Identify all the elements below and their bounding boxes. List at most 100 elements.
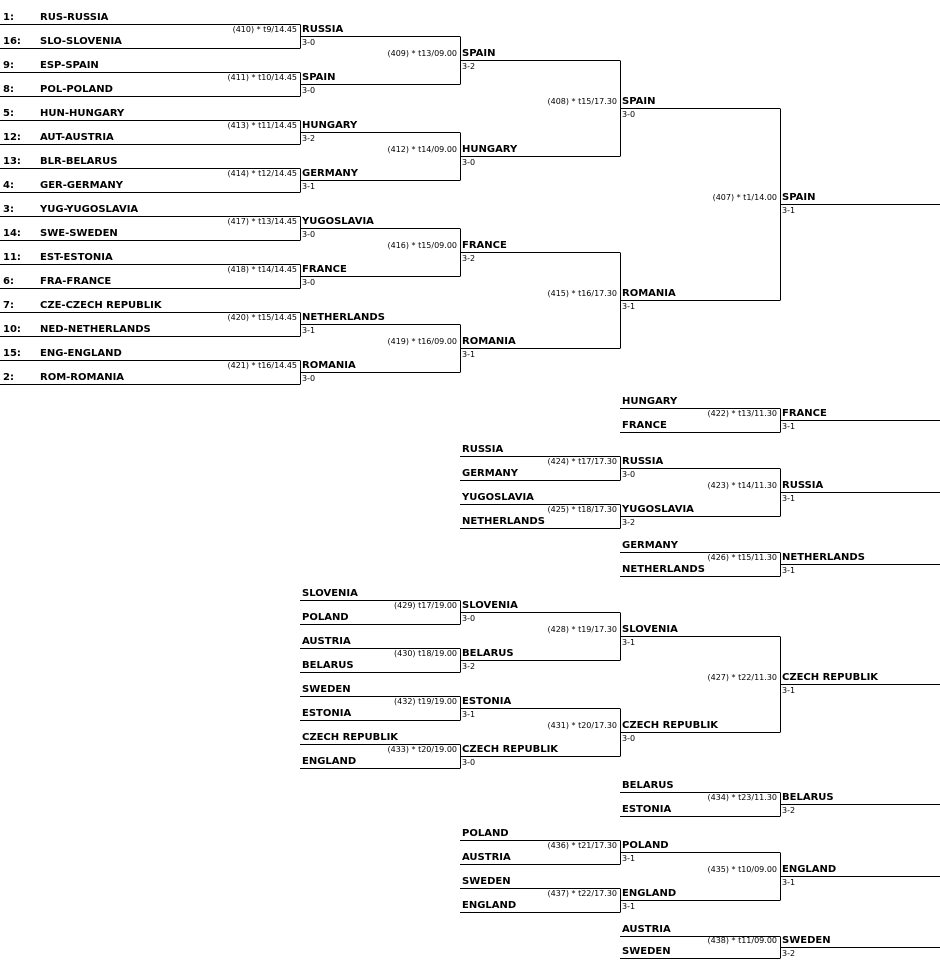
match-score: 3-0 [302, 230, 316, 239]
seed-number: 13: [3, 156, 21, 167]
winner-name: RUSSIA [782, 480, 824, 491]
match-info: (435) * t10/09.00 [707, 865, 777, 874]
match-score: 3-2 [302, 134, 316, 143]
winner-name: RUSSIA [622, 456, 664, 467]
team-name-bottom: SWEDEN [622, 946, 671, 957]
seed-team: YUG-YUGOSLAVIA [40, 204, 139, 215]
seed-number: 8: [3, 84, 14, 95]
match-info: (413) * t11/14.45 [227, 121, 297, 130]
match-score: 3-2 [782, 806, 796, 815]
team-name-bottom: ENGLAND [462, 900, 517, 911]
team-name-top: SLOVENIA [302, 588, 358, 599]
match-info: (409) * t13/09.00 [387, 49, 457, 58]
team-name-bottom: ENGLAND [302, 756, 357, 767]
match-info: (407) * t1/14.00 [712, 193, 777, 202]
match-score: 3-2 [782, 949, 796, 958]
team-name-bottom: POLAND [302, 612, 349, 623]
winner-name: SPAIN [302, 72, 336, 83]
seed-team: CZE-CZECH REPUBLIK [40, 300, 162, 311]
seed-number: 6: [3, 276, 14, 287]
match-info: (429) t17/19.00 [394, 601, 457, 610]
team-name-bottom: GERMANY [462, 468, 519, 479]
match-info: (421) * t16/14.45 [227, 361, 297, 370]
winner-name: SPAIN [462, 48, 496, 59]
winner-name: SPAIN [622, 96, 656, 107]
seed-team: POL-POLAND [40, 84, 113, 95]
team-name-bottom: ESTONIA [622, 804, 672, 815]
match-score: 3-0 [462, 758, 476, 767]
seed-number: 10: [3, 324, 21, 335]
match-score: 3-1 [302, 182, 316, 191]
winner-name: POLAND [622, 840, 669, 851]
match-info: (438) * t11/09.00 [707, 936, 777, 945]
team-name-top: BELARUS [622, 780, 674, 791]
winner-name: RUSSIA [302, 24, 344, 35]
winner-name: ROMANIA [302, 360, 356, 371]
winner-name: ESTONIA [462, 696, 512, 707]
seed-team: ROM-ROMANIA [40, 372, 125, 383]
team-name-top: HUNGARY [622, 396, 678, 407]
seed-number: 2: [3, 372, 14, 383]
winner-name: HUNGARY [462, 144, 518, 155]
match-info: (410) * t9/14.45 [232, 25, 297, 34]
match-info: (416) * t15/09.00 [387, 241, 457, 250]
match-info: (414) * t12/14.45 [227, 169, 297, 178]
seed-team: HUN-HUNGARY [40, 108, 125, 119]
seed-team: RUS-RUSSIA [40, 12, 109, 23]
winner-name: SLOVENIA [622, 624, 678, 635]
team-name-bottom: AUSTRIA [462, 852, 511, 863]
team-name-bottom: NETHERLANDS [462, 516, 545, 527]
match-info: (434) * t23/11.30 [707, 793, 777, 802]
match-score: 3-0 [462, 158, 476, 167]
match-score: 3-1 [462, 710, 476, 719]
seed-team: FRA-FRANCE [40, 276, 112, 287]
match-score: 3-0 [622, 470, 636, 479]
match-info: (418) * t14/14.45 [227, 265, 297, 274]
match-score: 3-1 [782, 686, 796, 695]
match-info: (430) t18/19.00 [394, 649, 457, 658]
winner-name: SWEDEN [782, 935, 831, 946]
seed-team: EST-ESTONIA [40, 252, 113, 263]
seed-number: 16: [3, 36, 21, 47]
team-name-top: SWEDEN [302, 684, 351, 695]
match-score: 3-1 [622, 854, 636, 863]
match-score: 3-1 [782, 206, 796, 215]
seed-team: ENG-ENGLAND [40, 348, 122, 359]
team-name-top: YUGOSLAVIA [462, 492, 534, 503]
match-info: (431) * t20/17.30 [547, 721, 617, 730]
seed-number: 4: [3, 180, 14, 191]
winner-name: CZECH REPUBLIK [462, 744, 559, 755]
winner-name: YUGOSLAVIA [302, 216, 374, 227]
seed-number: 15: [3, 348, 21, 359]
seed-team: BLR-BELARUS [40, 156, 118, 167]
winner-name: CZECH REPUBLIK [622, 720, 719, 731]
seed-number: 5: [3, 108, 14, 119]
match-score: 3-0 [622, 734, 636, 743]
seed-number: 9: [3, 60, 14, 71]
winner-name: ROMANIA [462, 336, 516, 347]
winner-name: HUNGARY [302, 120, 358, 131]
match-score: 3-0 [302, 278, 316, 287]
match-score: 3-1 [622, 902, 636, 911]
match-info: (427) * t22/11.30 [707, 673, 777, 682]
seed-team: NED-NETHERLANDS [40, 324, 151, 335]
match-score: 3-0 [302, 38, 316, 47]
match-score: 3-0 [302, 374, 316, 383]
team-name-top: GERMANY [622, 540, 679, 551]
match-info: (433) * t20/19.00 [387, 745, 457, 754]
seed-number: 12: [3, 132, 21, 143]
seed-number: 3: [3, 204, 14, 215]
match-info: (436) * t21/17.30 [547, 841, 617, 850]
winner-name: GERMANY [302, 168, 359, 179]
seed-number: 14: [3, 228, 21, 239]
match-info: (428) * t19/17.30 [547, 625, 617, 634]
team-name-top: AUSTRIA [302, 636, 351, 647]
winner-name: SLOVENIA [462, 600, 518, 611]
seed-team: AUT-AUSTRIA [40, 132, 114, 143]
match-score: 3-1 [782, 878, 796, 887]
team-name-top: RUSSIA [462, 444, 504, 455]
match-info: (423) * t14/11.30 [707, 481, 777, 490]
match-score: 3-0 [622, 110, 636, 119]
match-info: (422) * t13/11.30 [707, 409, 777, 418]
winner-name: CZECH REPUBLIK [782, 672, 879, 683]
